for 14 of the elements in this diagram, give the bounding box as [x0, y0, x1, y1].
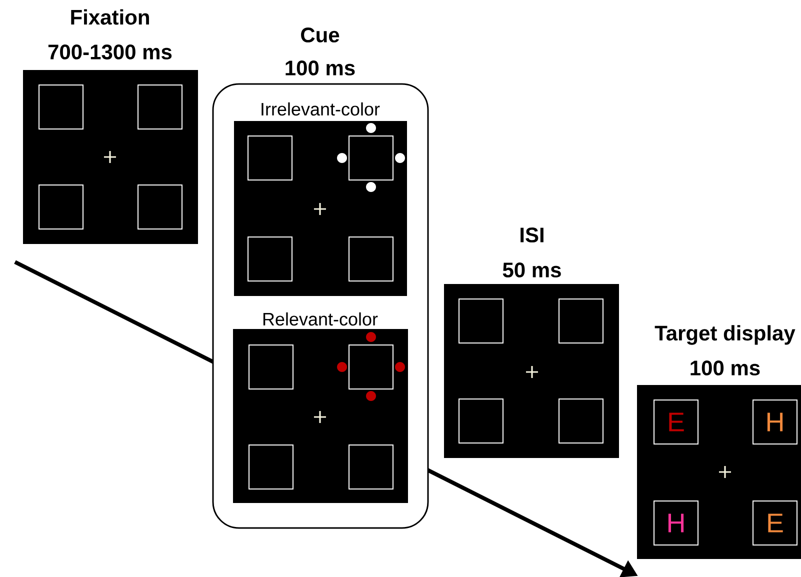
stage-heading: ISI: [520, 228, 544, 242]
stage-heading: 50 ms: [502, 262, 561, 278]
condition-label: Irrelevant-color: [262, 102, 380, 116]
stage-heading: 700-1300 ms: [48, 44, 172, 60]
letter-square: E: [654, 400, 698, 444]
stage-heading: 100 ms: [286, 60, 355, 76]
stage-heading: Fixation: [71, 9, 149, 25]
condition-label: Relevant-color: [263, 312, 378, 326]
letter-square: H: [654, 500, 698, 546]
letter-square: H: [752, 400, 798, 444]
stage-heading: Cue: [301, 28, 340, 42]
letter-square: E: [752, 500, 798, 546]
stage-heading: 100 ms: [690, 360, 760, 376]
stage-heading: Target display: [654, 325, 796, 345]
